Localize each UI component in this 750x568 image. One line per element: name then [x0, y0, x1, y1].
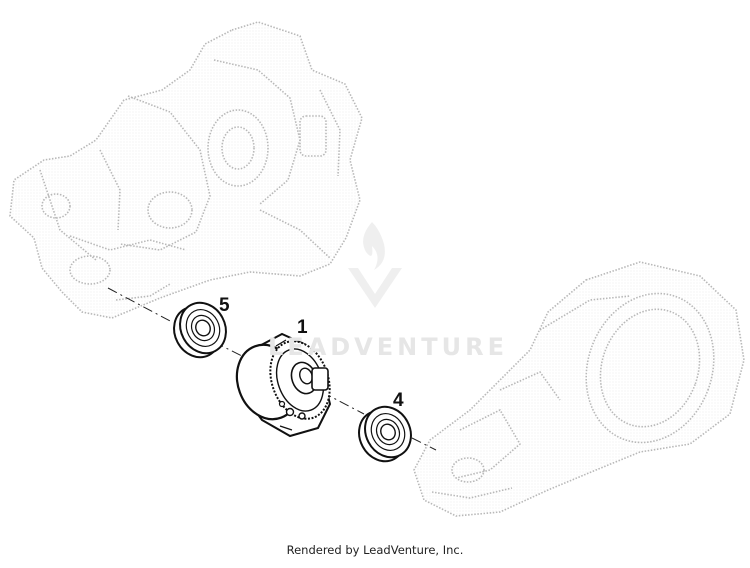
watermark-text: LEADVENTURE	[268, 333, 508, 361]
callout-part-4[interactable]: 4	[393, 390, 404, 411]
watermark-logo	[348, 222, 402, 308]
footer-credit: Rendered by LeadVenture, Inc.	[286, 543, 464, 557]
callout-part-1[interactable]: 1	[297, 317, 308, 338]
transmission-housing-ghost	[9, 21, 363, 319]
bearing-part-5[interactable]	[165, 295, 234, 366]
side-cover-ghost	[413, 261, 745, 517]
gear-assembly-part-1[interactable]	[227, 332, 340, 438]
callout-part-5[interactable]: 5	[219, 295, 230, 316]
bearing-part-4[interactable]	[350, 399, 419, 470]
